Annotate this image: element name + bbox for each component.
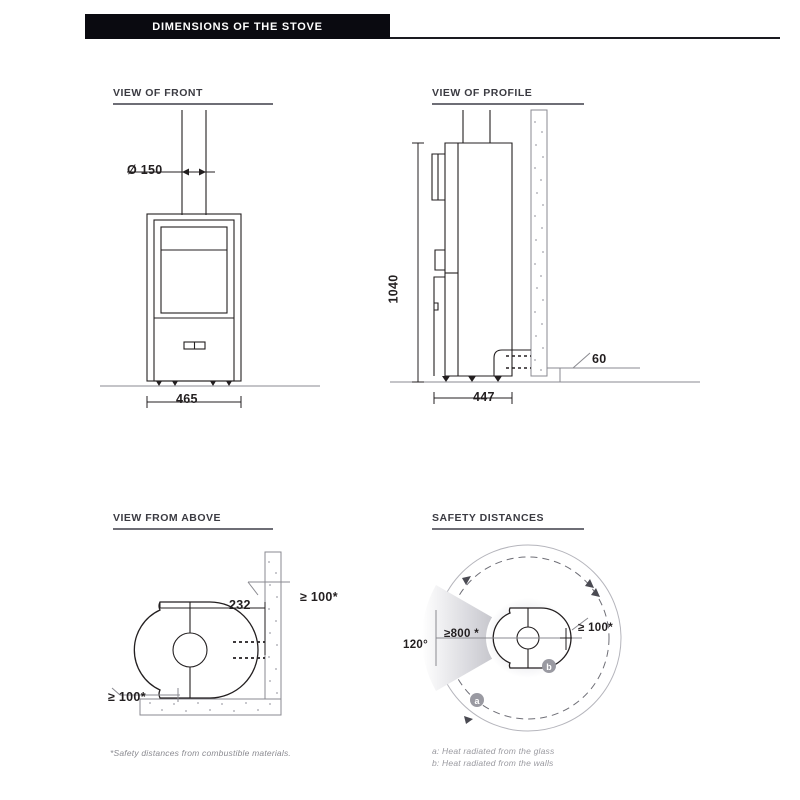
above-side-clearance-label: ≥ 100*	[108, 690, 146, 704]
safety-side-clearance-leader	[571, 617, 589, 631]
above-rear-depth-label: 232	[229, 598, 251, 612]
safety-front-distance-label: ≥800 *	[444, 628, 479, 640]
safety-marker-b: b	[542, 659, 556, 673]
profile-view-drawing	[390, 109, 700, 420]
legend-glass: a: Heat radiated from the glass	[432, 746, 555, 756]
profile-stove-feet	[442, 376, 502, 382]
footnote-combustible: *Safety distances from combustible mater…	[110, 748, 291, 758]
profile-connector-dots	[506, 355, 531, 369]
above-bottom-wall	[139, 698, 282, 716]
front-flue-diameter-label: Ø 150	[127, 163, 163, 177]
safety-arc-arrows	[462, 576, 600, 724]
svg-text:b: b	[546, 662, 552, 672]
section-rule-profile	[432, 103, 584, 105]
section-rule-safety	[432, 528, 584, 530]
section-title-above: VIEW FROM ABOVE	[113, 512, 222, 524]
safety-marker-a: a	[470, 693, 484, 707]
above-side-clearance-dimension	[111, 687, 180, 702]
front-width-label: 465	[176, 392, 198, 406]
profile-wall	[530, 109, 548, 377]
profile-height-dimension	[412, 142, 424, 383]
svg-text:a: a	[474, 696, 480, 706]
section-rule-above	[113, 528, 273, 530]
above-rear-clearance-label: ≥ 100*	[300, 590, 338, 604]
profile-depth-dimension	[433, 392, 513, 404]
section-rule-front	[113, 103, 273, 105]
safety-distances-drawing: a b	[400, 540, 660, 735]
safety-side-distance-label: ≥ 100*	[578, 622, 613, 634]
front-width-dimension	[146, 396, 242, 408]
front-glass-window	[160, 226, 228, 314]
profile-gap-leader	[572, 352, 591, 369]
profile-wall-gap-label: 60	[592, 352, 607, 366]
page-title: DIMENSIONS OF THE STOVE	[152, 20, 323, 33]
profile-mid-side-detail	[434, 249, 445, 271]
above-right-wall	[264, 551, 282, 716]
profile-depth-label: 447	[473, 390, 495, 404]
above-connector-dots	[233, 641, 265, 659]
section-title-safety: SAFETY DISTANCES	[432, 512, 545, 524]
profile-handle-detail	[434, 302, 439, 311]
safety-angle-label: 120°	[403, 639, 428, 651]
above-rear-clearance-leader	[247, 581, 259, 596]
front-stove-feet	[156, 381, 232, 386]
legend-walls: b: Heat radiated from the walls	[432, 758, 554, 768]
above-view-drawing	[100, 540, 400, 735]
front-view-drawing	[100, 110, 320, 420]
header-divider-line	[390, 37, 780, 39]
profile-stove-body	[444, 142, 513, 377]
front-stove-inner-body	[153, 219, 235, 382]
section-title-profile: VIEW OF PROFILE	[432, 87, 533, 99]
above-rear-depth-dimension	[159, 602, 266, 655]
section-title-front: VIEW OF FRONT	[113, 87, 203, 99]
profile-rear-outlet	[493, 349, 531, 376]
profile-height-label: 1040	[386, 274, 401, 304]
above-flue-circle	[172, 632, 208, 668]
profile-lower-front	[433, 276, 445, 376]
front-flue-dimension	[127, 168, 215, 176]
page-header-bar: DIMENSIONS OF THE STOVE	[85, 14, 390, 39]
